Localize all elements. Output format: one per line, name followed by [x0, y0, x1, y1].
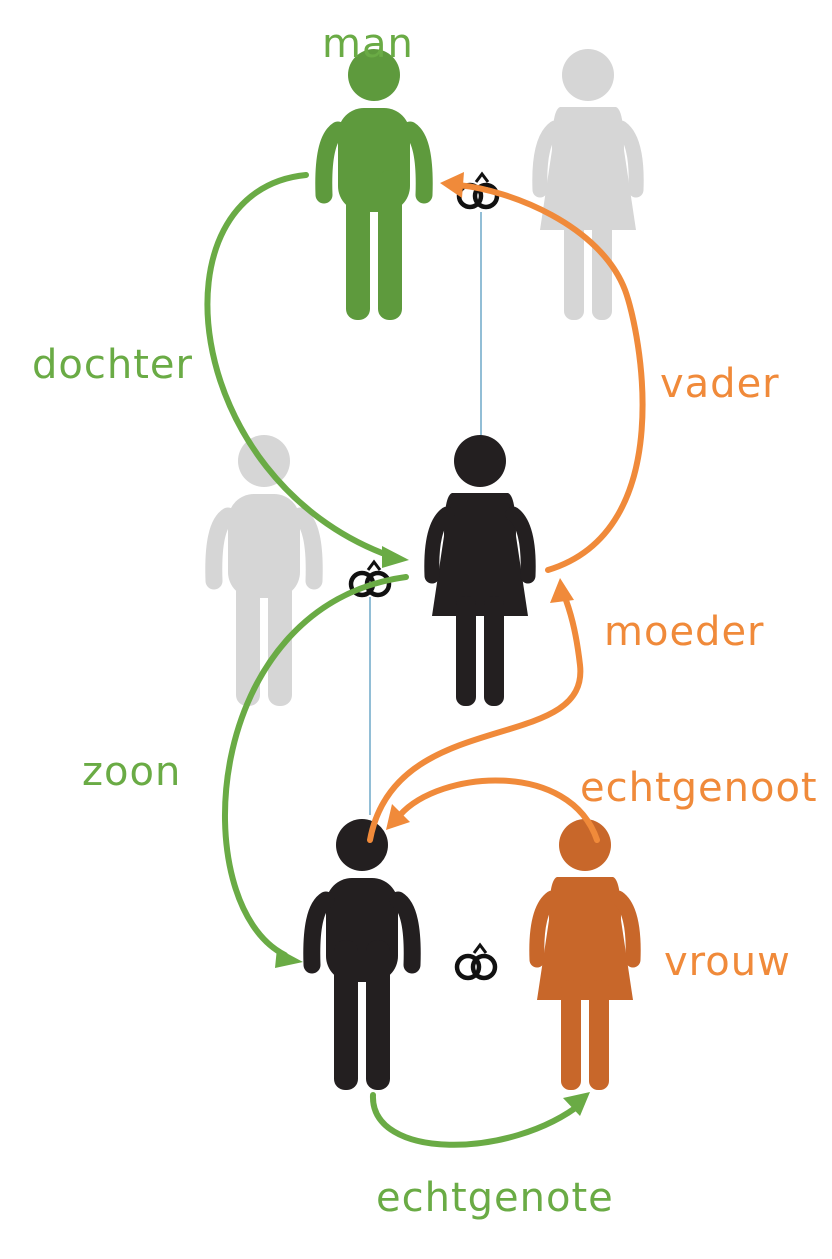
label-man: man — [322, 21, 414, 67]
label-vader: vader — [660, 361, 780, 407]
arrowhead-dochter — [382, 546, 409, 568]
label-echtgenote: echtgenote — [376, 1175, 614, 1221]
label-vrouw: vrouw — [664, 939, 791, 985]
arrow-echtgenoot — [397, 777, 600, 843]
person-vrouw-icon — [537, 819, 633, 1090]
arrowhead-zoon — [275, 948, 303, 968]
person-mother-icon — [432, 435, 528, 706]
arrow-zoon — [222, 574, 409, 958]
arrow-vader — [455, 182, 646, 573]
arrowhead-echtgenote — [563, 1092, 590, 1116]
person-self-icon — [312, 819, 412, 1090]
arrow-moeder — [367, 589, 584, 843]
arrow-echtgenote — [369, 1092, 585, 1148]
arrowhead-echtgenoot — [386, 804, 410, 830]
person-man-icon — [324, 49, 424, 320]
label-echtgenoot: echtgenoot — [580, 765, 818, 811]
arrowhead-moeder — [550, 578, 574, 603]
marriage-rings-icon — [457, 945, 495, 978]
arrow-dochter — [204, 172, 393, 559]
arrowhead-vader — [440, 172, 464, 198]
label-moeder: moeder — [604, 609, 765, 655]
label-dochter: dochter — [32, 342, 193, 388]
label-zoon: zoon — [82, 749, 182, 795]
